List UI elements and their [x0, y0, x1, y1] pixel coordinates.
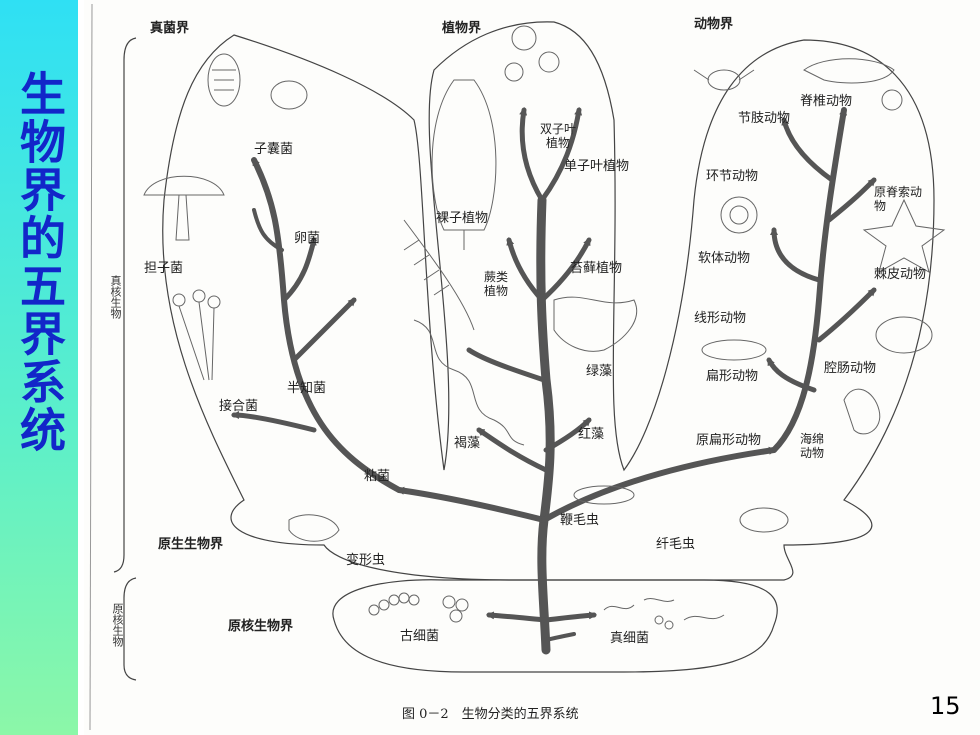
group-label: 纤毛虫	[656, 537, 696, 552]
figure-caption: 图 0－2 生物分类的五界系统	[402, 707, 579, 722]
monera-boundary	[332, 579, 778, 673]
group-label: 真细菌	[610, 631, 650, 646]
group-label: 子囊菌	[254, 142, 294, 157]
group-label: 担子菌	[144, 261, 184, 276]
kingdom-animals-label: 动物界	[694, 17, 734, 32]
kingdom-boundary	[162, 21, 935, 581]
group-label: 接合菌	[219, 399, 259, 414]
kingdom-fungi-label: 真菌界	[150, 21, 190, 36]
group-label: 变形虫	[346, 553, 386, 568]
eukaryote-label: 真核生物	[109, 275, 122, 319]
group-label: 苔藓植物	[570, 261, 623, 276]
group-label: 双子叶植物	[539, 122, 576, 150]
group-label: 褐藻	[454, 436, 481, 451]
eukaryote-bracket	[113, 37, 137, 573]
group-label: 半知菌	[287, 381, 327, 396]
prokaryote-bracket	[123, 577, 137, 681]
group-label: 节肢动物	[738, 111, 791, 126]
side-bar: 生物界的五界系统	[0, 0, 78, 735]
group-label: 软体动物	[698, 251, 751, 266]
kingdom-monera-label: 原核生物界	[228, 619, 294, 634]
group-label: 卵菌	[294, 231, 321, 246]
kingdom-protista-label: 原生生物界	[158, 537, 224, 552]
prokaryote-label: 原核生物	[111, 603, 124, 647]
tree-diagram	[89, 3, 946, 731]
group-label: 鞭毛虫	[560, 513, 600, 528]
group-label: 蕨类植物	[484, 270, 509, 298]
group-label: 绿藻	[586, 364, 613, 379]
group-label: 环节动物	[706, 169, 759, 184]
group-label: 红藻	[578, 427, 605, 442]
group-label: 脊椎动物	[800, 94, 853, 109]
group-label: 扁形动物	[706, 369, 759, 384]
five-kingdom-figure: 真菌界 植物界 动物界 原生生物界 原核生物界 真核生物 原核生物 子囊菌 卵菌…	[84, 0, 980, 735]
group-label: 腔肠动物	[824, 361, 877, 376]
phylogeny-branches	[231, 107, 877, 655]
group-label: 海绵动物	[800, 432, 825, 460]
group-label: 粘菌	[364, 469, 391, 484]
group-label: 裸子植物	[436, 211, 489, 226]
group-label: 单子叶植物	[564, 159, 630, 174]
group-label: 原脊索动物	[874, 185, 923, 213]
organism-sketches	[143, 25, 946, 630]
group-label: 古细菌	[400, 629, 440, 644]
figure-outline	[89, 3, 93, 731]
group-label: 线形动物	[694, 311, 747, 326]
kingdom-plants-label: 植物界	[442, 21, 482, 36]
group-label: 棘皮动物	[874, 267, 927, 282]
group-label: 原扁形动物	[696, 433, 762, 448]
page-number: 15	[930, 692, 961, 720]
slide-title: 生物界的五界系统	[13, 70, 67, 454]
